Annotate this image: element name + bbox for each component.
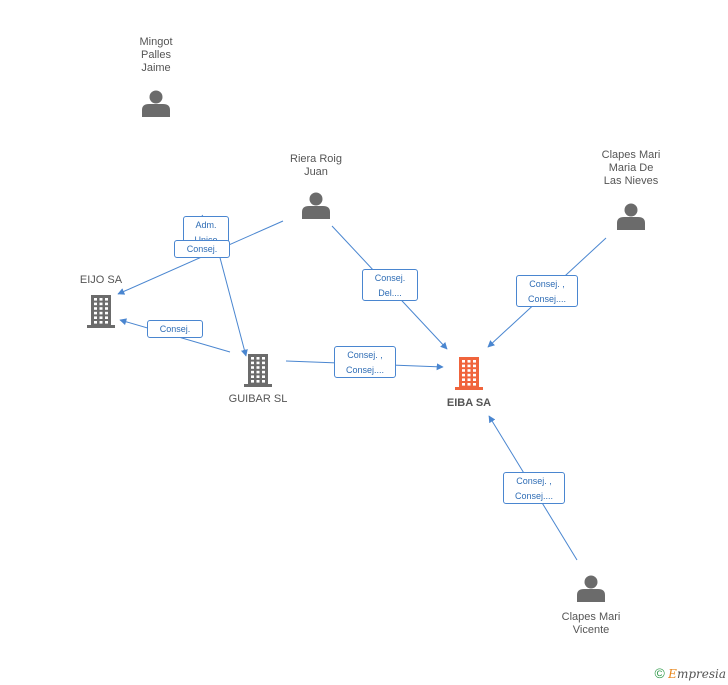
node-label-clapes_maria: Clapes Mari	[602, 149, 661, 161]
edge-label-clapes_maria-to-eiba[interactable]: Consej. , Consej....	[516, 275, 578, 307]
building-icon	[87, 295, 115, 328]
edge-label-line: Adm.	[195, 220, 217, 230]
edge-label-line: Consej. ,	[529, 279, 565, 289]
person-icon	[142, 90, 170, 117]
edge-label-line: Consej....	[527, 294, 567, 304]
node-label-eijo: EIJO SA	[80, 274, 123, 286]
person-icon	[617, 203, 645, 230]
edge-label-riera-to-eijo[interactable]: Consej.	[174, 240, 230, 258]
node-label-mingot: Jaime	[141, 62, 170, 74]
footer-brand: © Empresia	[655, 665, 727, 681]
edge-label-line: Consej....	[514, 491, 554, 501]
building-icon	[244, 354, 272, 387]
node-label-clapes_maria: Las Nieves	[604, 175, 659, 187]
person-icon	[302, 192, 330, 219]
node-label-clapes_maria: Maria De	[609, 162, 654, 174]
copyright-symbol: ©	[654, 665, 665, 681]
edge-label-guibar-to-eijo[interactable]: Consej.	[147, 320, 203, 338]
edge-label-guibar-to-eiba[interactable]: Consej. , Consej....	[334, 346, 396, 378]
edge-label-clapes_vicente-to-eiba[interactable]: Consej. , Consej....	[503, 472, 565, 504]
node-label-mingot: Palles	[141, 49, 171, 61]
edge-label-line: Consej. ,	[516, 476, 552, 486]
node-label-riera: Riera Roig	[290, 153, 342, 165]
edge-label-line: Del....	[378, 288, 402, 298]
person-icon	[577, 575, 605, 602]
edge-label-line: Consej....	[345, 365, 385, 375]
edge-label-line: Consej. ,	[347, 350, 383, 360]
node-label-guibar: GUIBAR SL	[229, 393, 288, 405]
edge-label-line: Consej.	[186, 244, 218, 254]
brand-logo: Empresia	[668, 667, 726, 681]
edge-label-line: Consej.	[374, 273, 406, 283]
node-guibar[interactable]: GUIBAR SL	[229, 354, 288, 405]
node-label-eiba: EIBA SA	[447, 397, 491, 409]
node-label-clapes_vicente: Clapes Mari	[562, 611, 621, 623]
node-label-mingot: Mingot	[139, 36, 172, 48]
node-label-clapes_vicente: Vicente	[573, 624, 610, 636]
node-eijo[interactable]: EIJO SA	[80, 274, 123, 328]
edge-label-riera-to-eiba[interactable]: Consej. Del....	[362, 269, 418, 301]
node-label-riera: Juan	[304, 166, 328, 178]
node-eiba[interactable]: EIBA SA	[447, 357, 491, 409]
edge-label-line: Consej.	[159, 324, 191, 334]
building-icon	[455, 357, 483, 390]
